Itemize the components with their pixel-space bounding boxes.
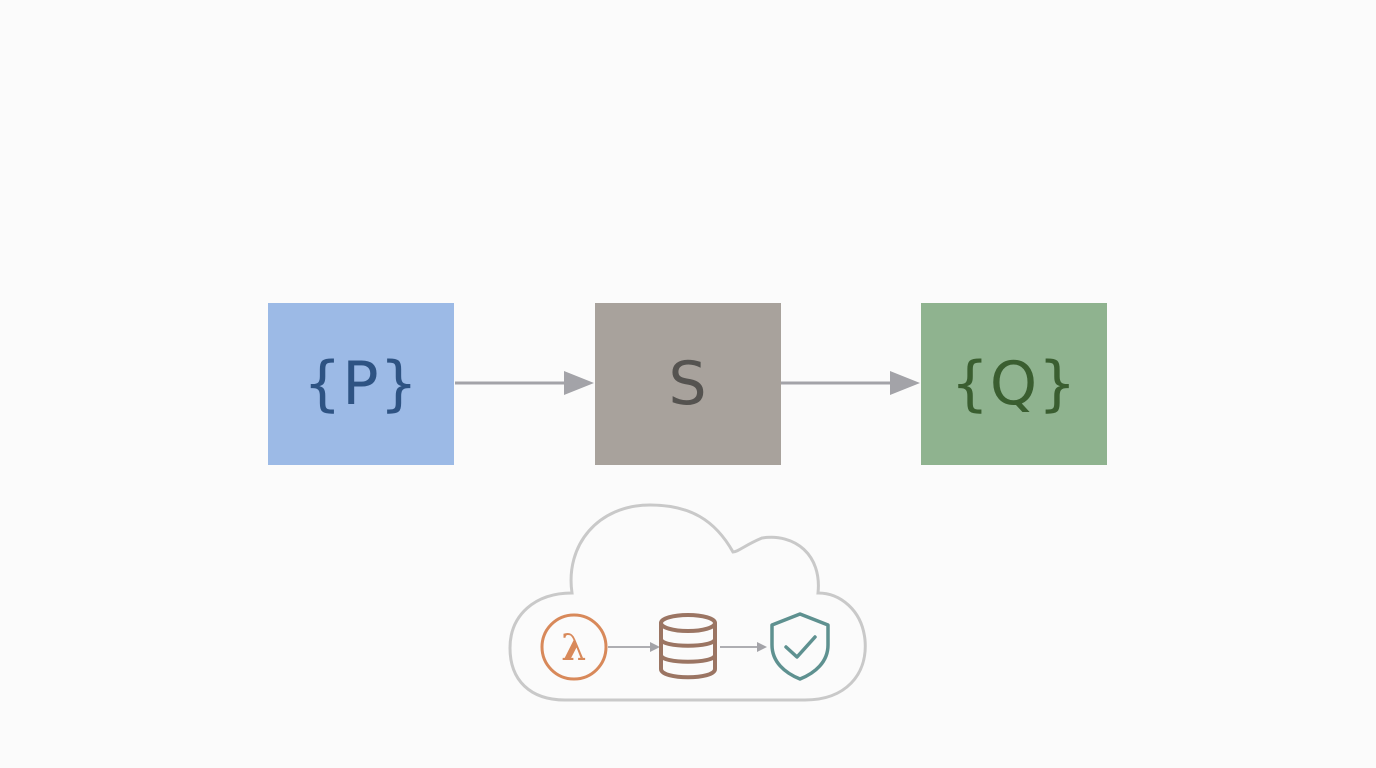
database-icon — [659, 613, 717, 680]
statement-label: S — [668, 349, 708, 419]
precondition-box: {P} — [268, 303, 454, 465]
lambda-glyph: λ — [561, 627, 586, 669]
cloud-outline — [508, 503, 867, 702]
arrow-s-to-q — [781, 371, 920, 395]
small-arrow-database-to-shield — [720, 642, 767, 652]
lambda-icon: λ — [540, 613, 608, 681]
postcondition-label: {Q} — [950, 349, 1078, 419]
precondition-label: {P} — [303, 349, 419, 419]
statement-box: S — [595, 303, 781, 465]
small-arrow-lambda-to-database — [608, 642, 660, 652]
postcondition-box: {Q} — [921, 303, 1107, 465]
arrow-p-to-s — [455, 371, 594, 395]
shield-check-icon — [770, 612, 830, 681]
